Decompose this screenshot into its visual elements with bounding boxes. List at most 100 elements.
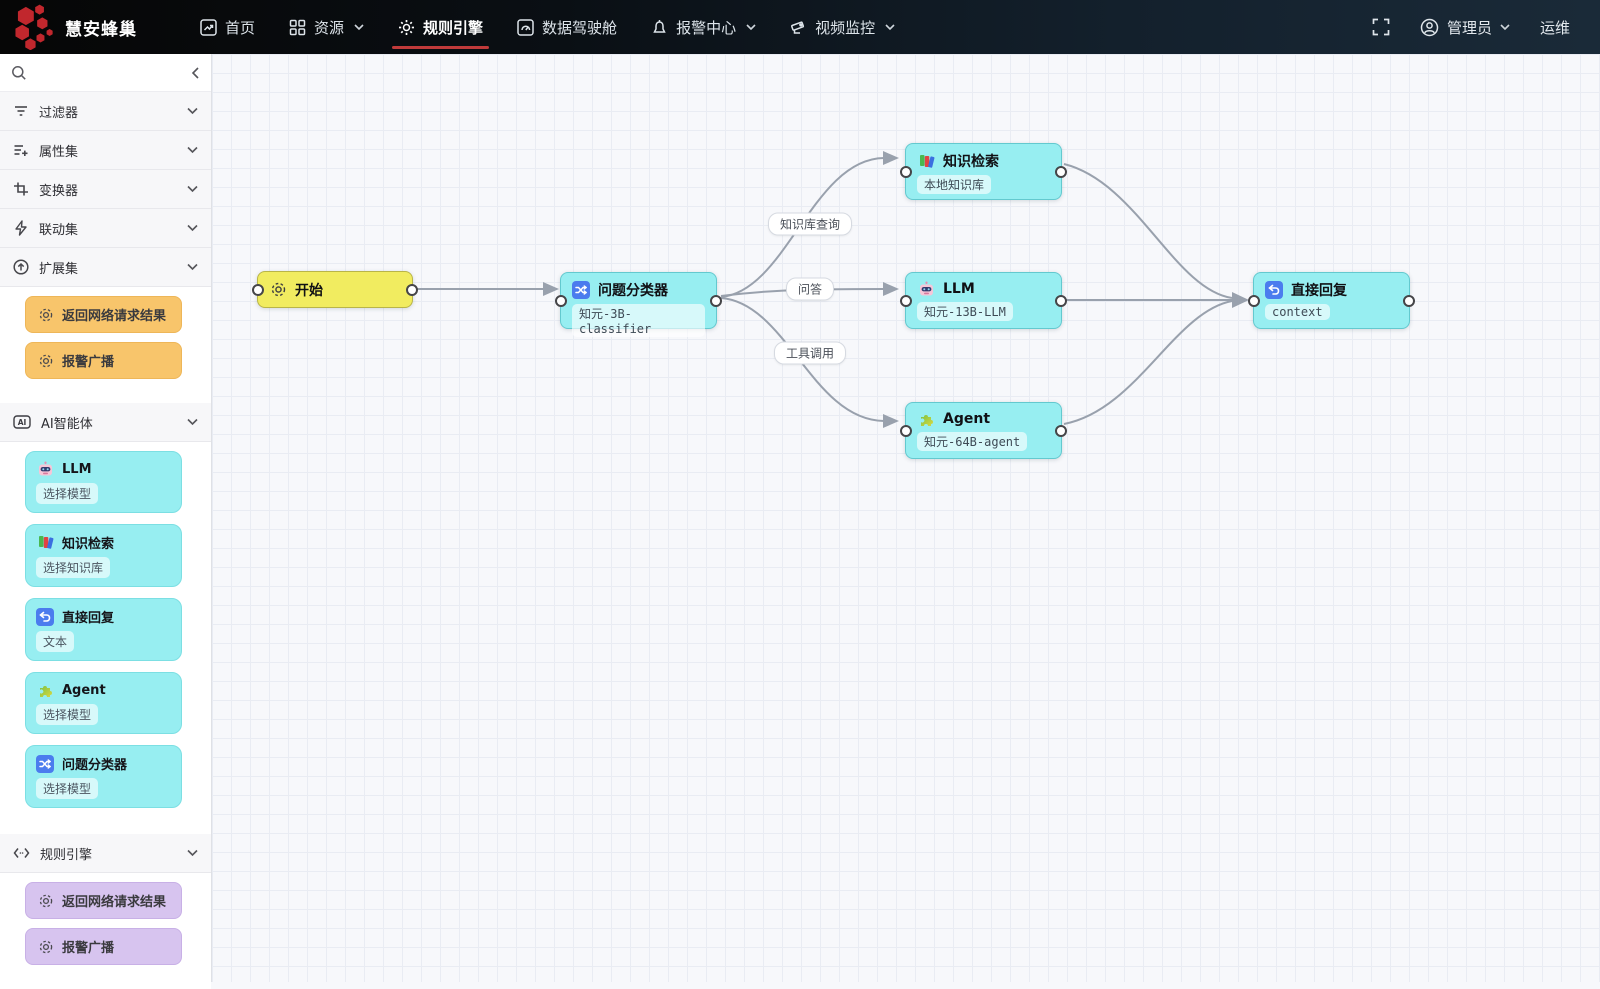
palette-item-alarm-broadcast[interactable]: 报警广播 [25,342,182,379]
chevron-down-icon [187,418,198,426]
shuffle-icon [572,281,590,299]
chevron-down-icon [187,224,198,232]
user-name: 管理员 [1446,18,1492,37]
extension-items-group: 返回网络请求结果 报警广播 [0,287,211,403]
input-port[interactable] [900,165,912,178]
palette-item-llm[interactable]: LLM 选择模型 [25,451,182,513]
chevron-down-icon [1500,23,1510,31]
palette-item-alarm-broadcast-rule[interactable]: 报警广播 [25,928,182,965]
nav-item-data-cockpit[interactable]: 数据驾驶舱 [500,0,634,54]
upload-circle-icon [13,259,29,275]
svg-text:AI: AI [18,418,27,427]
gear-icon [398,19,415,36]
robot-icon [917,280,935,298]
chevron-down-icon [187,185,198,193]
nav-item-alarm-center[interactable]: 报警中心 [634,0,773,54]
code-brackets-icon [13,846,30,860]
gear-icon [39,894,53,908]
main-nav: 首页 资源 [183,0,912,54]
collapse-left-icon[interactable] [191,66,200,79]
section-linkage-sets[interactable]: 联动集 [0,209,211,248]
output-port[interactable] [1403,294,1415,307]
section-transformers[interactable]: 变换器 [0,170,211,209]
node-agent[interactable]: Agent 知元-64B-agent [900,402,1067,459]
list-plus-icon [13,142,29,158]
section-attribute-sets[interactable]: 属性集 [0,131,211,170]
ai-badge-icon: AI [13,414,31,430]
reply-icon [36,607,54,626]
crop-icon [13,181,29,197]
chevron-down-icon [187,263,198,271]
nav-item-home[interactable]: 首页 [183,0,272,54]
top-navbar: 慧安蜂巢 首页 资源 [0,0,1600,54]
output-port[interactable] [710,294,722,307]
dashboard-icon [517,18,534,36]
ops-link[interactable]: 运维 [1539,18,1570,37]
ai-items-group: LLM 选择模型 知识检索 选择知识库 [0,442,211,834]
edge-label-qa: 问答 [785,277,835,301]
gear-icon [39,308,53,322]
rule-items-group: 返回网络请求结果 报警广播 [0,873,211,989]
alarm-bell-icon [651,19,668,36]
section-extension-sets[interactable]: 扩展集 [0,248,211,287]
gear-icon [39,940,53,954]
robot-icon [36,460,54,478]
user-menu[interactable]: 管理员 [1420,17,1510,38]
node-start[interactable]: 开始 [252,271,418,308]
nav-item-video-monitor[interactable]: 视频监控 [773,0,912,54]
chevron-down-icon [187,146,198,154]
palette-item-return-network-result[interactable]: 返回网络请求结果 [25,296,182,333]
chevron-down-icon [187,107,198,115]
search-icon[interactable] [11,65,27,81]
fullscreen-icon[interactable] [1372,18,1390,36]
output-port[interactable] [1055,294,1067,307]
node-knowledge-retrieval[interactable]: 知识检索 本地知识库 [900,143,1067,200]
books-icon [36,534,54,552]
section-filters[interactable]: 过滤器 [0,92,211,131]
flow-canvas[interactable]: 知识库查询 问答 工具调用 开始 问题分类器 知元-3B-classifier [212,54,1600,982]
input-port[interactable] [555,294,567,307]
filter-icon [13,103,29,119]
input-port[interactable] [1248,294,1260,307]
input-port[interactable] [252,283,264,296]
books-icon [917,152,935,170]
home-chart-icon [200,18,217,36]
node-llm[interactable]: LLM 知元-13B-LLM [900,272,1067,329]
node-question-classifier[interactable]: 问题分类器 知元-3B-classifier [555,272,722,337]
palette-search-row [0,54,211,92]
palette-item-return-network-result-rule[interactable]: 返回网络请求结果 [25,882,182,919]
output-port[interactable] [1055,424,1067,437]
reply-icon [1265,281,1283,299]
shuffle-icon [36,754,54,773]
user-icon [1420,18,1439,37]
chevron-down-icon [746,23,756,31]
nav-item-rule-engine[interactable]: 规则引擎 [381,0,500,54]
brand: 慧安蜂巢 [14,4,137,50]
section-ai-agents[interactable]: AI AI智能体 [0,403,211,442]
edge-label-knowledge-query: 知识库查询 [767,212,853,236]
chevron-down-icon [187,849,198,857]
edge-label-tool-call: 工具调用 [773,341,847,365]
camera-icon [790,19,807,36]
input-port[interactable] [900,294,912,307]
input-port[interactable] [900,424,912,437]
palette-item-direct-reply[interactable]: 直接回复 文本 [25,598,182,661]
brand-title: 慧安蜂巢 [65,19,137,40]
node-direct-reply[interactable]: 直接回复 context [1248,272,1415,329]
section-rule-engine[interactable]: 规则引擎 [0,834,211,873]
grid-icon [289,19,306,36]
puzzle-icon [917,410,935,428]
puzzle-icon [36,681,54,699]
node-palette-sidebar: 过滤器 属性集 变换器 [0,54,212,989]
nav-item-resources[interactable]: 资源 [272,0,381,54]
output-port[interactable] [406,283,418,296]
palette-item-question-classifier[interactable]: 问题分类器 选择模型 [25,745,182,808]
palette-item-agent[interactable]: Agent 选择模型 [25,672,182,734]
honeycomb-logo-icon [14,4,56,50]
palette-item-knowledge-retrieval[interactable]: 知识检索 选择知识库 [25,524,182,587]
chevron-down-icon [354,23,364,31]
navbar-right: 管理员 运维 [1372,17,1570,38]
gear-icon [271,282,286,297]
zap-icon [13,220,29,236]
output-port[interactable] [1055,165,1067,178]
